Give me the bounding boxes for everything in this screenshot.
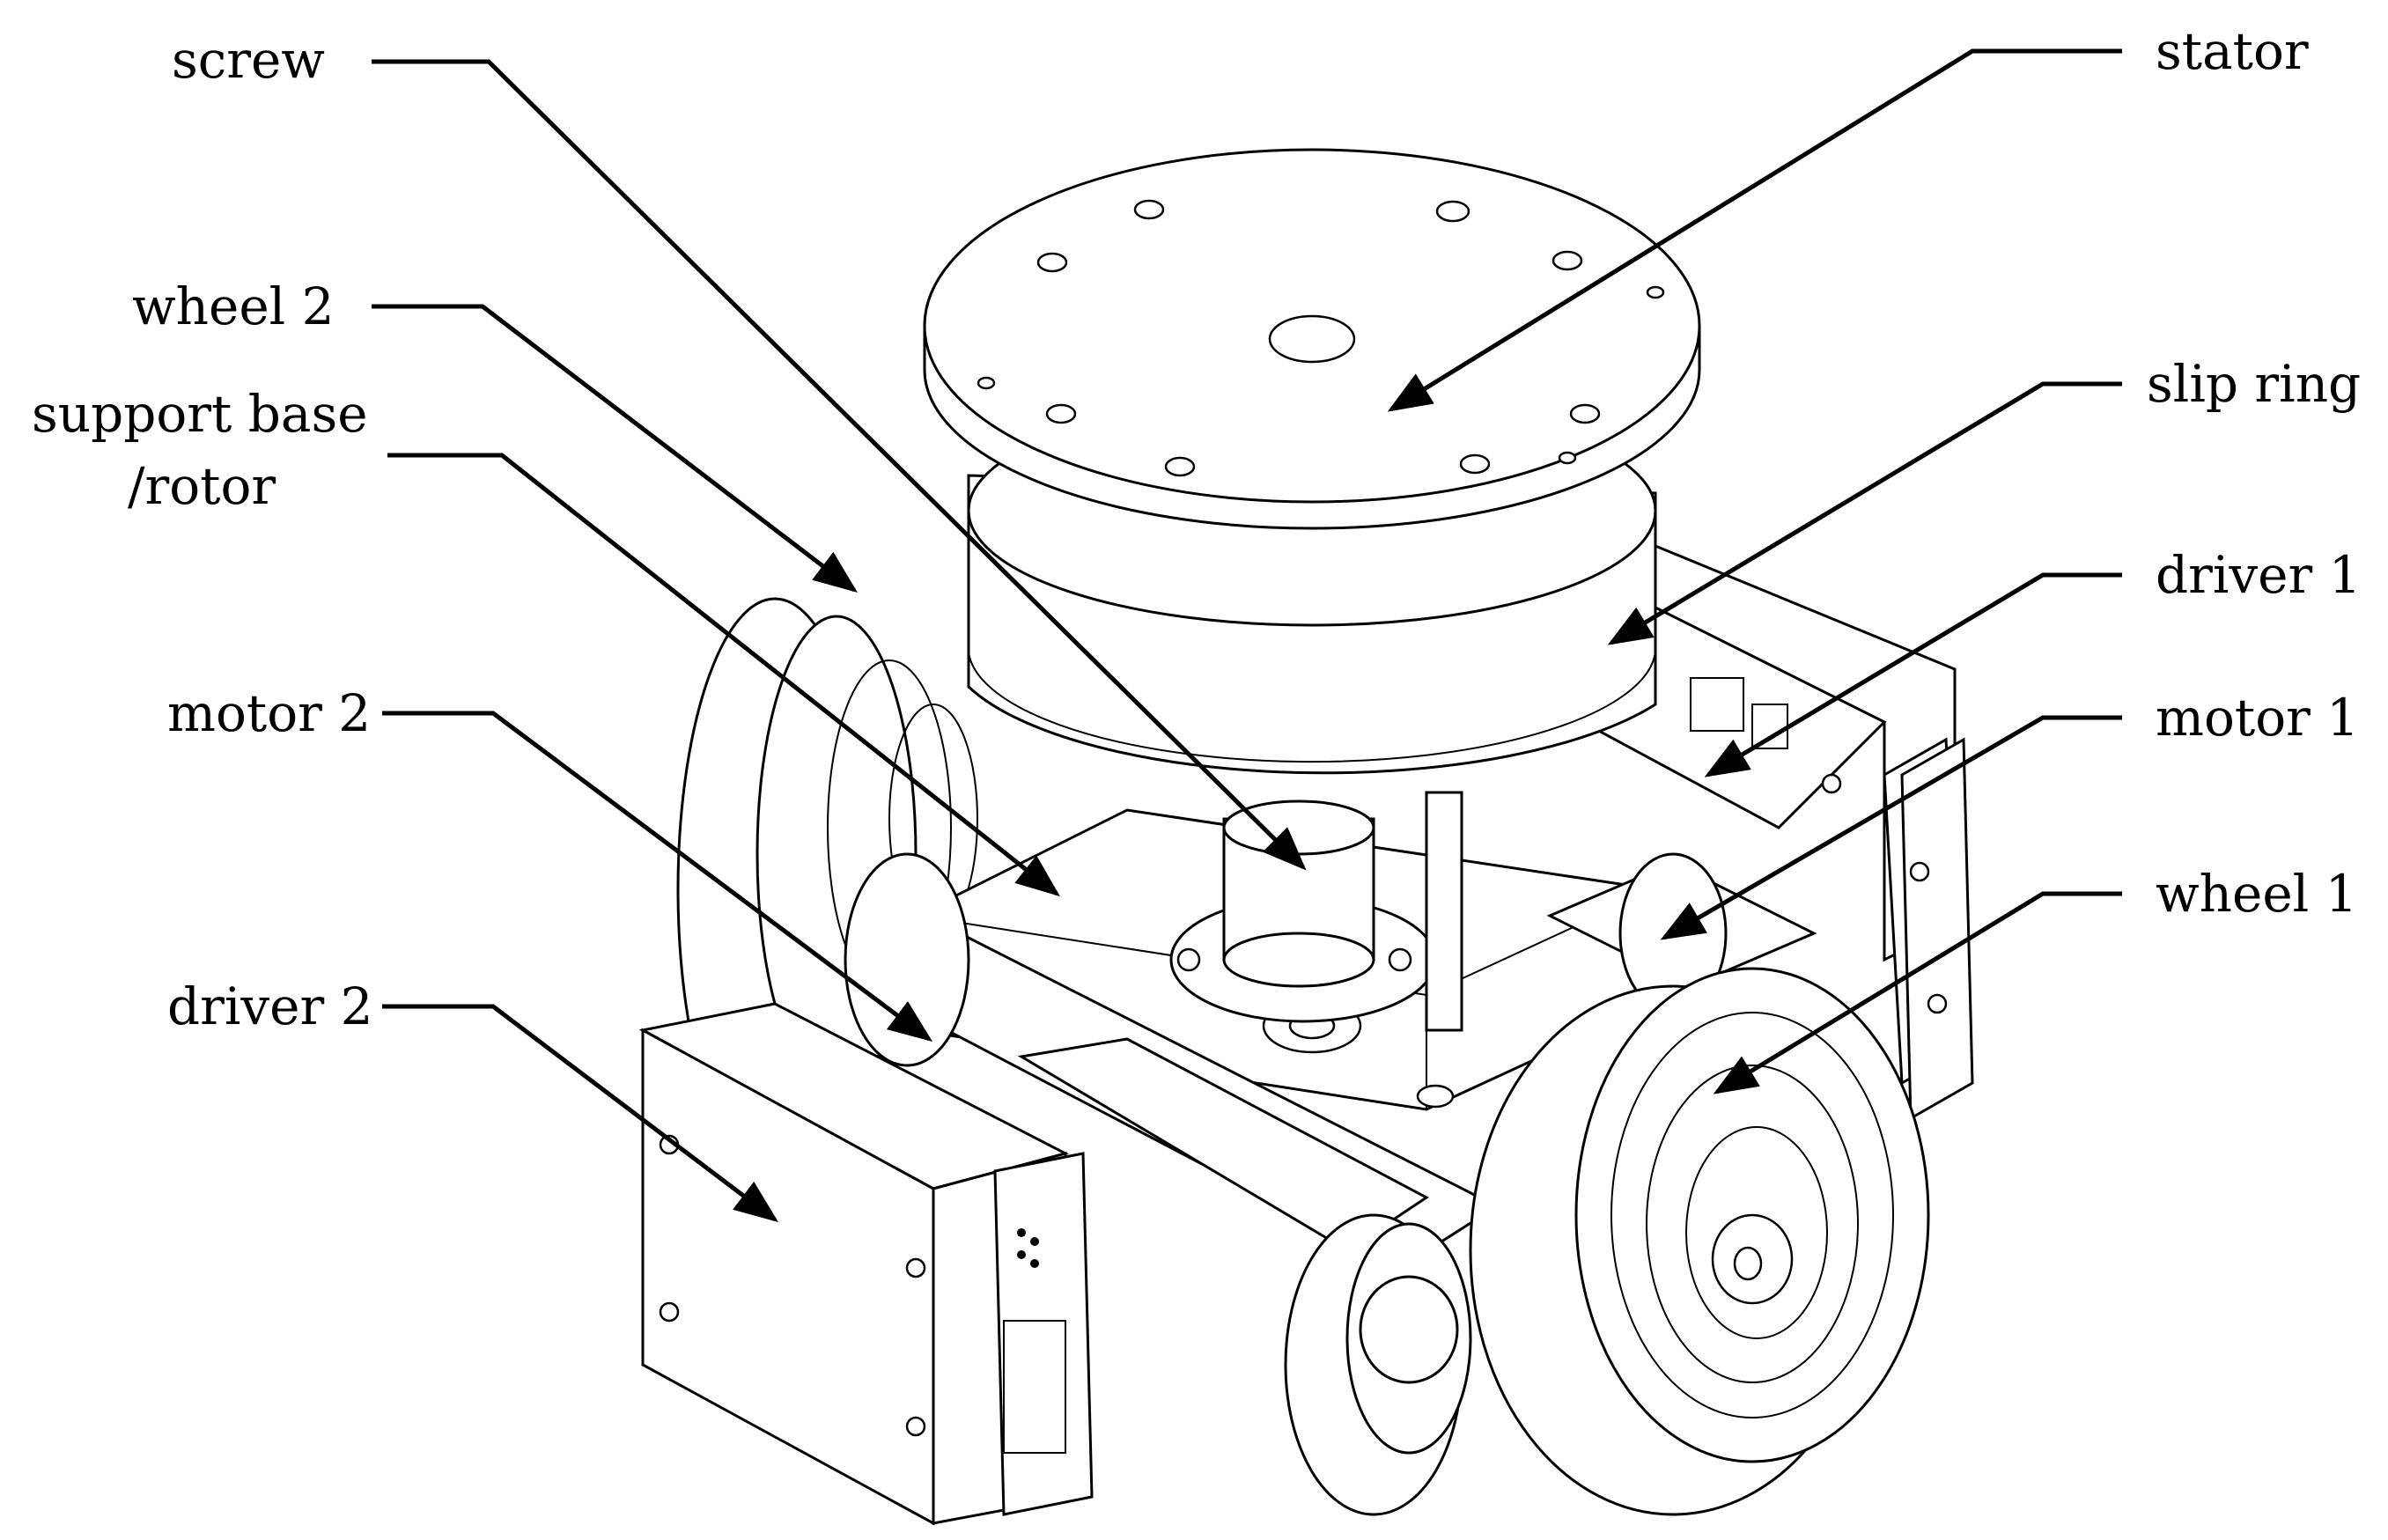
leader-driver-2 (382, 1004, 778, 1223)
leader-motor-2 (382, 711, 933, 1042)
screw-part (1169, 791, 1463, 1032)
leader-wheel-2 (372, 304, 858, 593)
leader-slip-ring (1607, 381, 2122, 645)
label-driver-1: driver 1 (2156, 545, 2362, 605)
label-support-base-line2: /rotor (128, 456, 276, 516)
label-motor-1: motor 1 (2156, 688, 2359, 748)
label-stator: stator (2156, 21, 2309, 81)
label-slip-ring: slip ring (2147, 354, 2361, 414)
leader-lines (372, 48, 2122, 1223)
label-wheel-2: wheel 2 (132, 276, 335, 336)
leader-support-base (387, 453, 1060, 897)
leader-motor-1 (1660, 715, 2122, 940)
labels: screw stator wheel 2 slip ring support b… (32, 21, 2362, 1036)
label-driver-2: driver 2 (167, 976, 373, 1036)
stator-part (923, 148, 1701, 530)
leader-wheel-1 (1713, 891, 2122, 1094)
leader-driver-1 (1704, 572, 2122, 777)
leader-stator (1387, 48, 2122, 412)
label-support-base-line1: support base (32, 384, 368, 444)
label-wheel-1: wheel 1 (2156, 864, 2358, 924)
label-motor-2: motor 2 (167, 683, 371, 743)
mechanism-drawing (638, 148, 1974, 1526)
motor-2-part (844, 852, 1500, 1516)
driver-2-part (638, 1002, 1094, 1526)
leader-screw (372, 59, 1307, 871)
wheel-1-part (1469, 967, 1930, 1516)
label-screw: screw (172, 30, 325, 90)
